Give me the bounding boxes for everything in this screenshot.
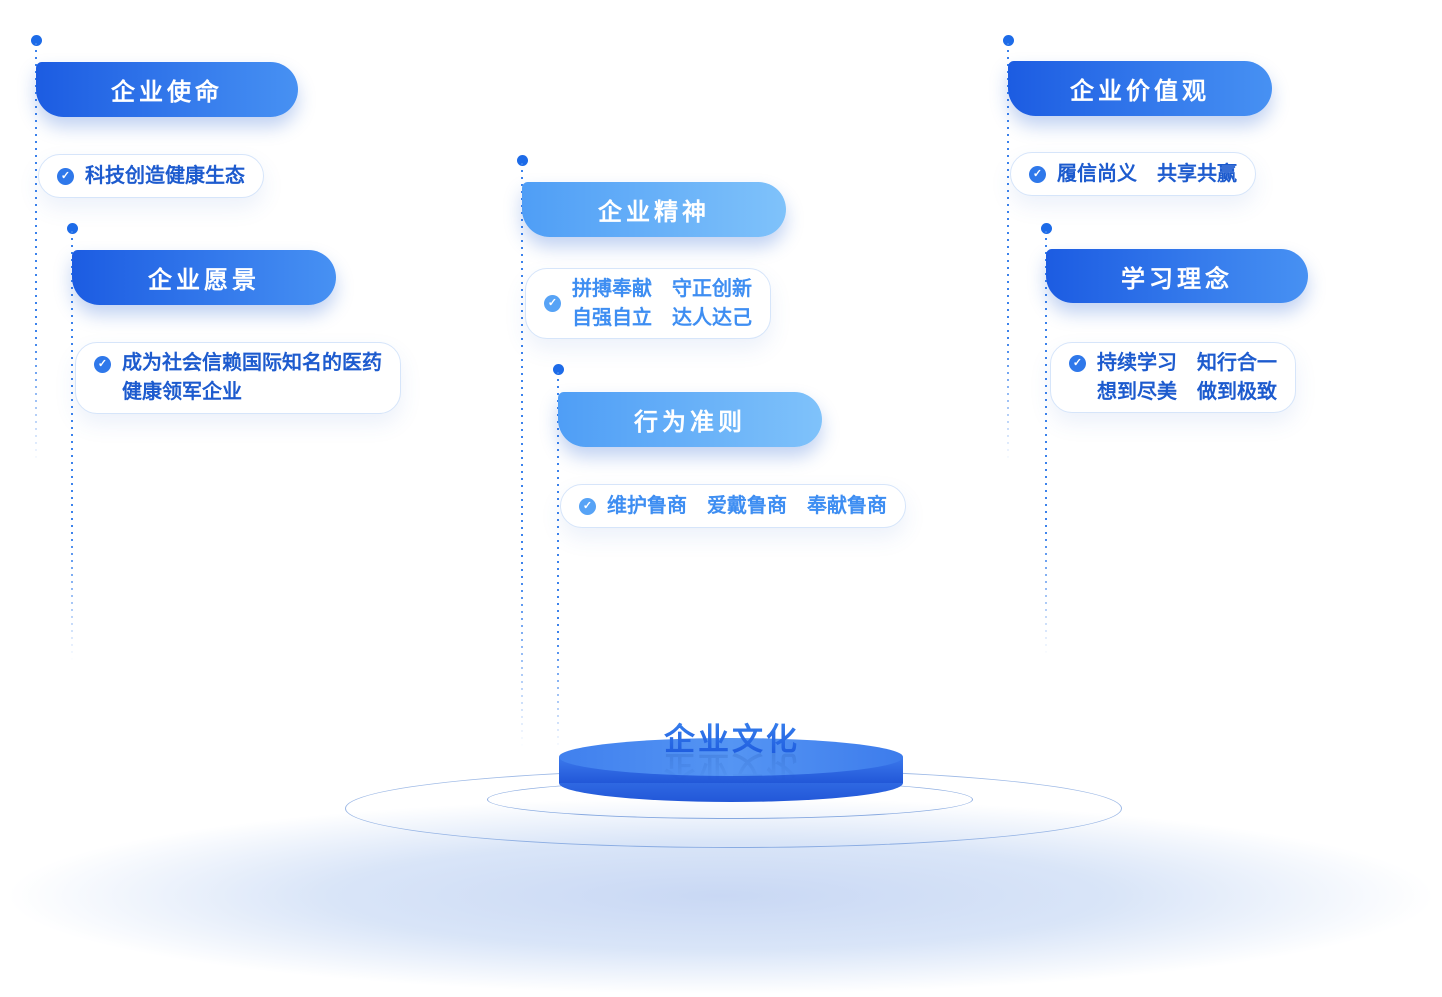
podium xyxy=(559,738,903,802)
vision-text-line2: 健康领军企业 xyxy=(122,381,242,403)
learning-text-line2: 想到尽美 做到极致 xyxy=(1097,380,1277,403)
vision-header-label: 企业愿景 xyxy=(148,267,260,294)
timeline-dot xyxy=(1003,35,1014,46)
vision-content: ✓ 成为社会信赖国际知名的医药 健康领军企业 xyxy=(75,342,401,414)
stage-title: 企业文化 xyxy=(582,714,882,759)
check-icon: ✓ xyxy=(57,167,74,185)
timeline-line xyxy=(521,163,523,748)
vision-text-line1: 成为社会信赖国际知名的医药 xyxy=(122,352,382,374)
learning-text-line1: 持续学习 知行合一 xyxy=(1097,351,1277,374)
check-icon: ✓ xyxy=(579,497,596,515)
learning-header-label: 学习理念 xyxy=(1121,265,1233,293)
timeline-dot xyxy=(1041,223,1052,234)
mission-header: 企业使命 xyxy=(36,62,298,117)
timeline-line xyxy=(557,372,559,750)
spirit-header: 企业精神 xyxy=(522,182,786,237)
values-text: 履信尚义 共享共赢 xyxy=(1057,162,1237,185)
conduct-header-label: 行为准则 xyxy=(634,409,746,436)
values-header: 企业价值观 xyxy=(1008,61,1272,116)
conduct-header: 行为准则 xyxy=(558,392,822,447)
spirit-header-label: 企业精神 xyxy=(598,199,710,226)
mission-header-label: 企业使命 xyxy=(111,79,223,106)
timeline-dot xyxy=(517,155,528,166)
learning-header: 学习理念 xyxy=(1046,249,1308,303)
check-icon: ✓ xyxy=(94,355,111,373)
values-header-label: 企业价值观 xyxy=(1070,78,1210,105)
spirit-text-line2: 自强自立 达人达己 xyxy=(572,306,752,329)
spirit-text-line1: 拼搏奉献 守正创新 xyxy=(572,277,752,300)
conduct-content: ✓ 维护鲁商 爱戴鲁商 奉献鲁商 xyxy=(560,484,906,528)
timeline-line xyxy=(1007,43,1009,463)
spirit-content: ✓ 拼搏奉献 守正创新 自强自立 达人达己 xyxy=(525,268,771,339)
podium-top xyxy=(559,738,903,776)
conduct-text: 维护鲁商 爱戴鲁商 奉献鲁商 xyxy=(607,494,887,517)
timeline-dot xyxy=(67,223,78,234)
values-content: ✓ 履信尚义 共享共赢 xyxy=(1010,152,1256,196)
timeline-line xyxy=(35,43,37,463)
timeline-dot xyxy=(553,364,564,375)
timeline-line xyxy=(71,231,73,661)
mission-text: 科技创造健康生态 xyxy=(85,164,245,187)
timeline-dot xyxy=(31,35,42,46)
learning-content: ✓ 持续学习 知行合一 想到尽美 做到极致 xyxy=(1050,342,1296,413)
check-icon: ✓ xyxy=(1069,355,1086,372)
check-icon: ✓ xyxy=(544,295,561,312)
timeline-line xyxy=(1045,231,1047,656)
vision-header: 企业愿景 xyxy=(72,250,336,305)
check-icon: ✓ xyxy=(1029,165,1046,183)
mission-content: ✓ 科技创造健康生态 xyxy=(38,154,264,198)
